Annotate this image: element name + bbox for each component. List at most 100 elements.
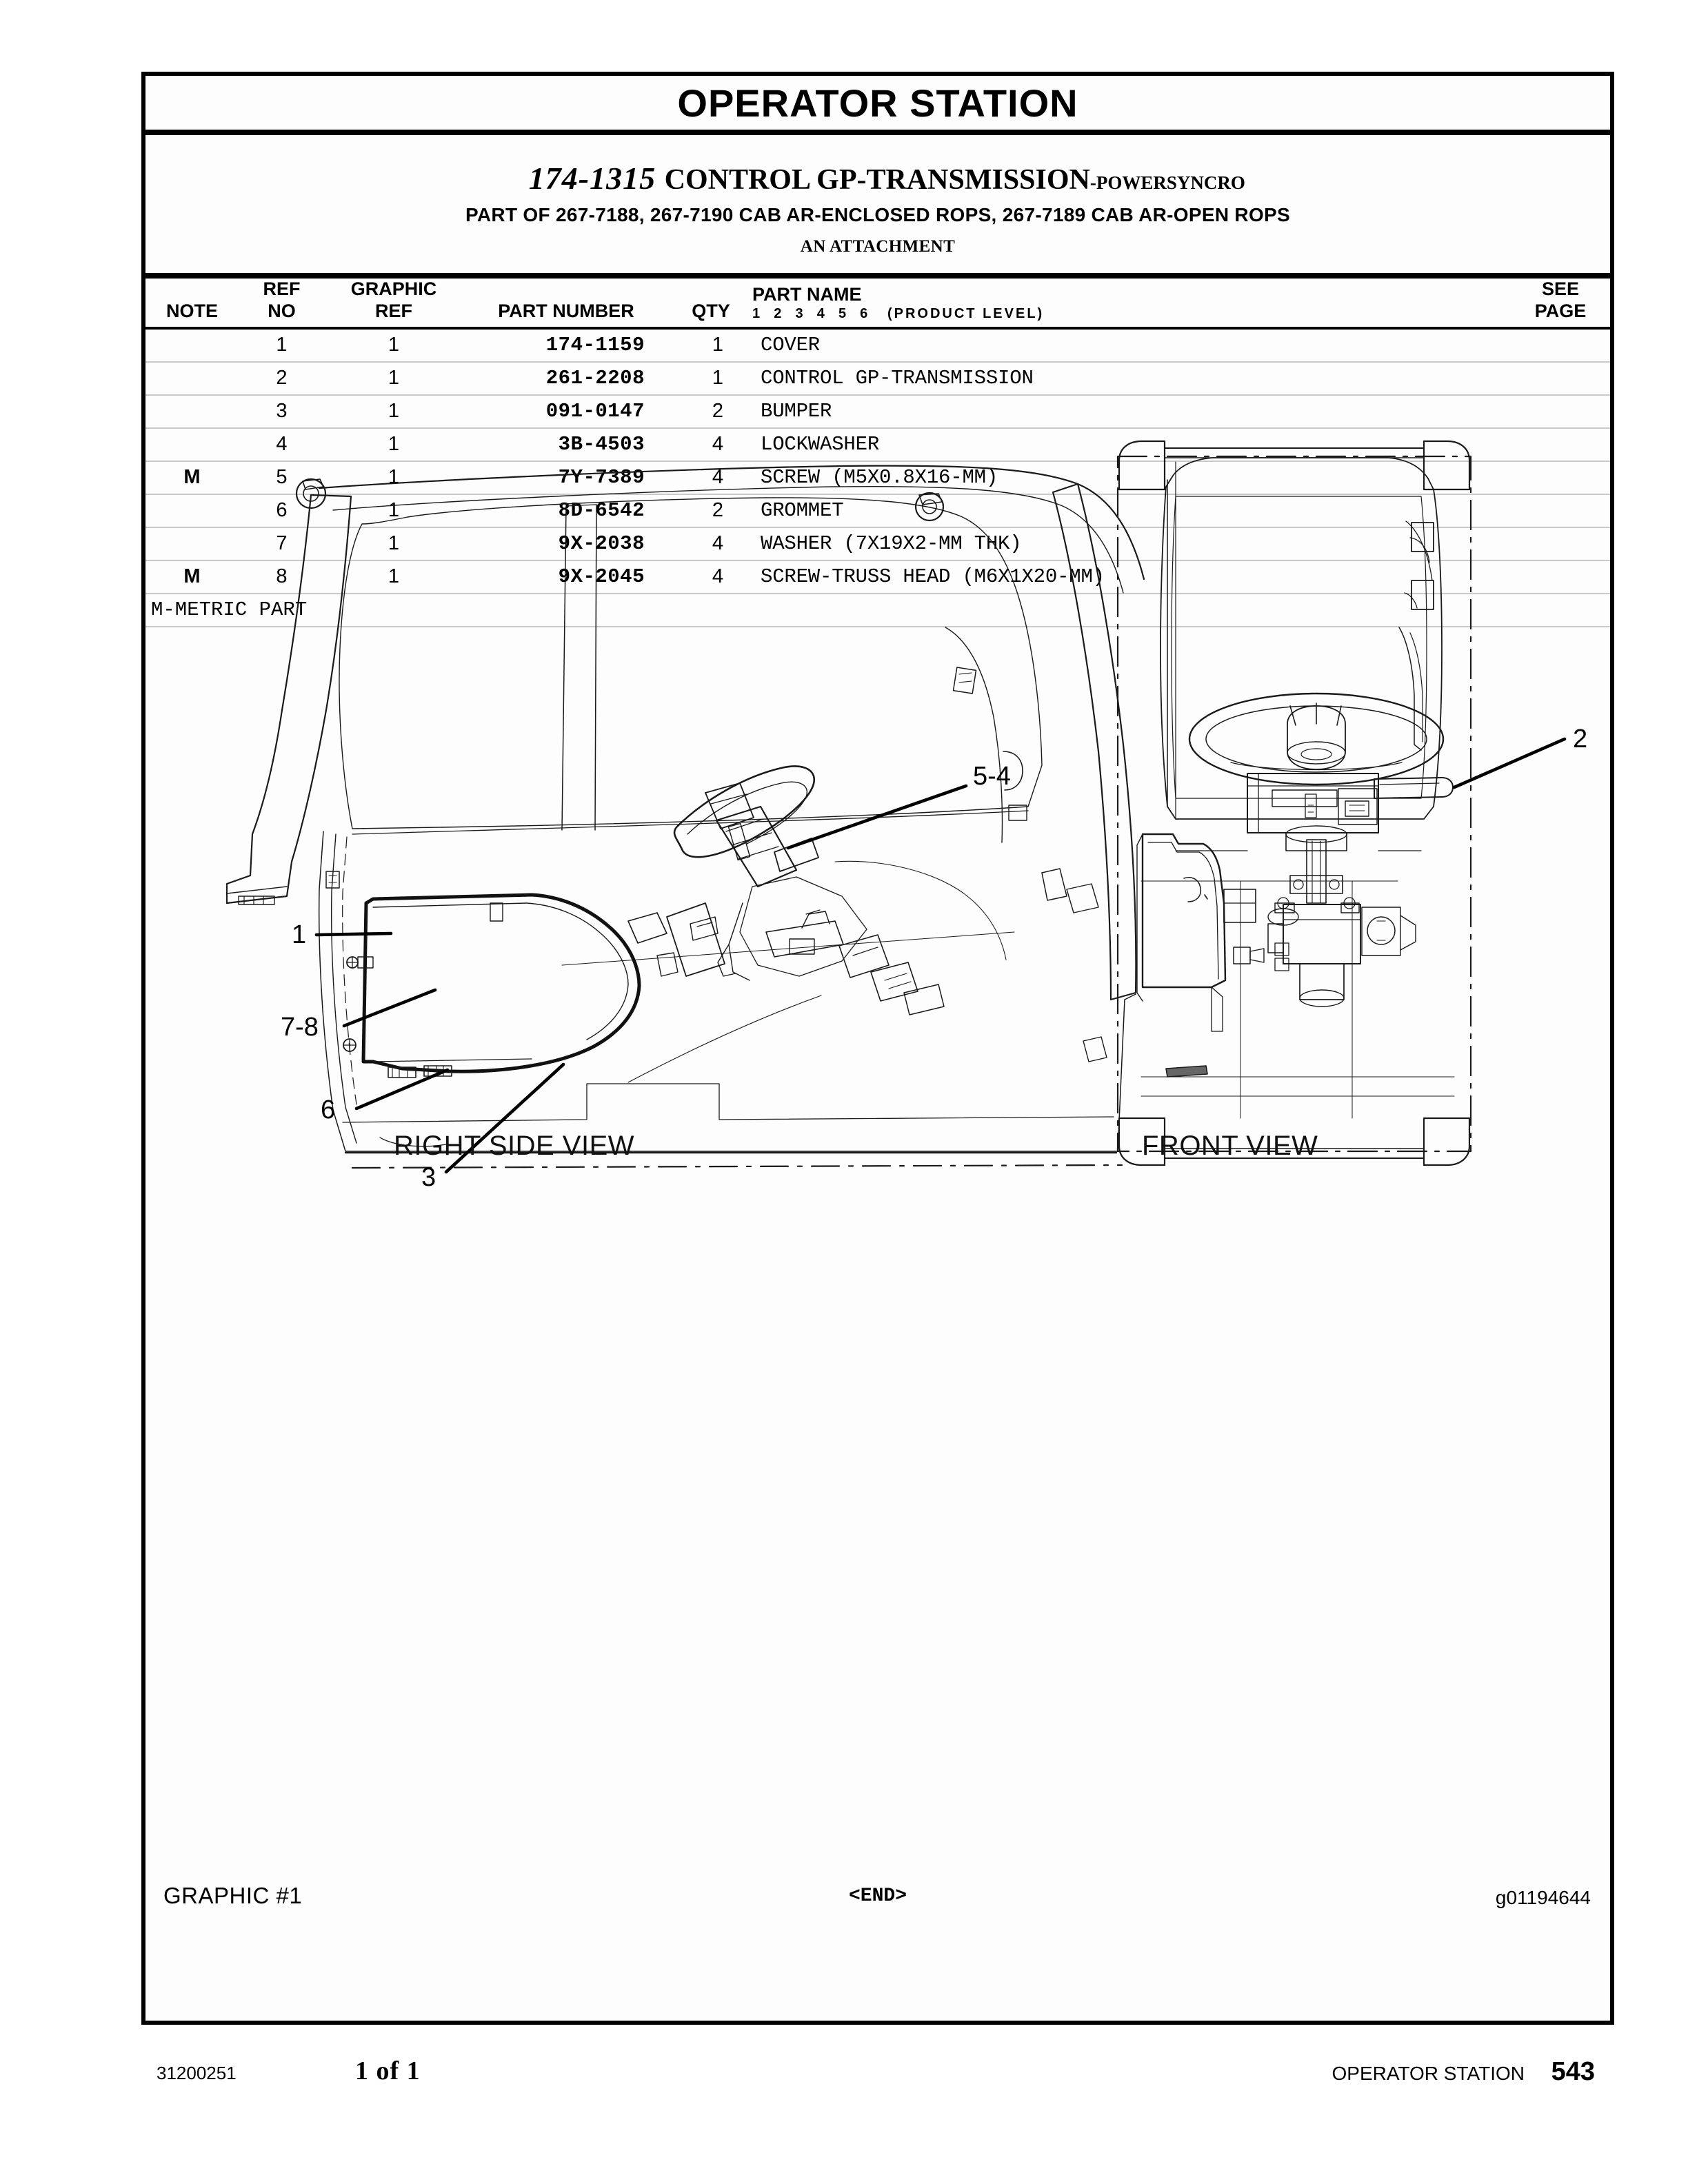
attachment-line: AN ATTACHMENT	[800, 237, 956, 256]
column-header-note-label: NOTE	[165, 300, 218, 321]
cell-part-number: 261-2208	[463, 361, 670, 396]
footer-page-number: 543	[1551, 2057, 1595, 2086]
assembly-heading: 174-1315 CONTROL GP-TRANSMISSION-POWERSY…	[145, 148, 1610, 209]
cell-note: M	[145, 461, 239, 495]
footer-document-number: 31200251	[157, 2063, 237, 2083]
callout-label-1: 1	[292, 920, 306, 949]
cell-see-page	[1511, 494, 1610, 528]
table-footnote-row: M-METRIC PART	[145, 592, 1610, 627]
cell-qty: 4	[670, 527, 752, 561]
callout-label-3: 3	[421, 1163, 436, 1192]
cell-graphic-ref: 1	[325, 560, 463, 594]
cell-part-number: 9X-2045	[463, 560, 670, 594]
grommet-detail	[372, 1058, 532, 1078]
cell-ref-no: 1	[239, 327, 325, 363]
cell-note	[145, 361, 239, 396]
cell-graphic-ref: 1	[325, 361, 463, 396]
page-footer: 31200251 1 of 1 OPERATOR STATION 543	[141, 2052, 1614, 2100]
column-header-qty: QTY	[670, 279, 752, 330]
valve-block	[1267, 897, 1416, 1007]
cell-part-number: 7Y-7389	[463, 461, 670, 495]
assembly-suffix: -POWERSYNCRO	[1089, 172, 1245, 193]
catalog-page-frame: OPERATOR STATION 174-1315 CONTROL GP-TRA…	[141, 72, 1614, 2025]
column-header-qty-label: QTY	[692, 300, 730, 321]
graphic-number: GRAPHIC #1	[163, 1883, 303, 1908]
cell-qty: 4	[670, 427, 752, 462]
cell-part-number: 091-0147	[463, 394, 670, 429]
cell-see-page	[1511, 461, 1610, 495]
cell-note	[145, 527, 239, 561]
cell-qty: 1	[670, 327, 752, 363]
cell-part-name: CONTROL GP-TRANSMISSION	[752, 361, 1511, 396]
cell-note	[145, 327, 239, 363]
callout-labels: 5-4 1 7-8 6 3 2	[281, 725, 1587, 1192]
callout-leaders-left-view	[314, 784, 968, 1174]
graphic-footer-strip: GRAPHIC #1 <END> g01194644	[145, 1883, 1610, 1924]
cell-see-page	[1511, 560, 1610, 594]
cell-part-number: 3B-4503	[463, 427, 670, 462]
cell-ref-no: 8	[239, 560, 325, 594]
graphic-id: g01194644	[1495, 1887, 1591, 1908]
column-header-part-number: PART NUMBER	[463, 279, 670, 330]
steering-wheel-front	[1188, 692, 1445, 786]
view-label-front: FRONT VIEW	[1142, 1131, 1318, 1161]
assembly-number: 174-1315	[528, 161, 656, 196]
cell-graphic-ref: 1	[325, 427, 463, 462]
cell-note	[145, 394, 239, 429]
cell-part-name: GROMMET	[752, 494, 1511, 528]
callout-label-5-4: 5-4	[973, 762, 1011, 791]
cell-qty: 4	[670, 560, 752, 594]
cell-ref-no: 3	[239, 394, 325, 429]
end-marker: <END>	[848, 1885, 907, 1907]
cell-see-page	[1511, 527, 1610, 561]
cell-see-page	[1511, 427, 1610, 462]
footer-sheet-number: 1 of 1	[355, 2056, 421, 2085]
cell-see-page	[1511, 394, 1610, 429]
cell-note	[145, 427, 239, 462]
cell-part-name: WASHER (7X19X2-MM THK)	[752, 527, 1511, 561]
footer-section-name: OPERATOR STATION	[1332, 2063, 1525, 2084]
see-page-bottom: PAGE	[1534, 300, 1587, 321]
assembly-heading-block: 174-1315 CONTROL GP-TRANSMISSION-POWERSY…	[145, 135, 1610, 273]
cell-ref-no: 4	[239, 427, 325, 462]
assembly-name: CONTROL GP-TRANSMISSION	[664, 164, 1090, 196]
cell-part-name: BUMPER	[752, 394, 1511, 429]
page-title: OPERATOR STATION	[677, 81, 1078, 125]
ref-no-top: REF	[263, 279, 301, 299]
washer-screw-detail	[343, 956, 374, 1052]
graphic-ref-top: GRAPHIC	[350, 279, 437, 299]
front-view-drawing	[1116, 440, 1567, 1166]
section-title-band: OPERATOR STATION	[145, 76, 1610, 135]
cell-qty: 1	[670, 361, 752, 396]
see-page-top: SEE	[1541, 279, 1580, 299]
callout-label-7-8: 7-8	[281, 1013, 319, 1042]
cell-qty: 2	[670, 394, 752, 429]
cell-graphic-ref: 1	[325, 461, 463, 495]
exploded-view-drawing: 5-4 1 7-8 6 3 2	[225, 440, 1587, 1192]
metric-part-footnote: M-METRIC PART	[145, 592, 1610, 627]
view-label-right-side: RIGHT SIDE VIEW	[394, 1131, 635, 1161]
cell-see-page	[1511, 327, 1610, 363]
cell-graphic-ref: 1	[325, 494, 463, 528]
transmission-control-assembly-side	[673, 765, 945, 1015]
cell-ref-no: 2	[239, 361, 325, 396]
cell-see-page	[1511, 361, 1610, 396]
cell-ref-no: 7	[239, 527, 325, 561]
ref-no-bottom: NO	[268, 300, 296, 321]
column-header-note: NOTE	[145, 279, 239, 330]
cell-part-number: 174-1159	[463, 327, 670, 363]
callout-label-2: 2	[1573, 725, 1587, 754]
cell-graphic-ref: 1	[325, 394, 463, 429]
